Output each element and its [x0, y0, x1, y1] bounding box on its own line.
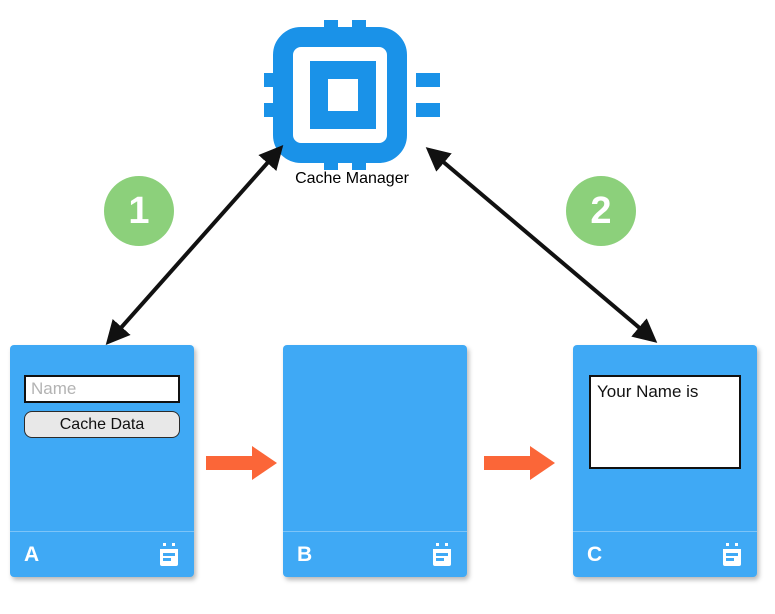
cache-data-button[interactable]: Cache Data	[24, 411, 180, 438]
panel-b-body	[283, 345, 467, 531]
step-badge-1: 1	[104, 176, 174, 246]
panel-c-footer: C	[573, 531, 757, 577]
arrow-cache-manager-to-panel-c	[425, 147, 658, 343]
panel-c-body: Your Name is	[573, 345, 757, 531]
panel-b-footer: B	[283, 531, 467, 577]
note-icon[interactable]	[431, 542, 453, 568]
cache-manager-node: Cache Manager	[247, 20, 457, 235]
step-badge-2: 2	[566, 176, 636, 246]
output-text-box: Your Name is	[589, 375, 741, 469]
panel-c: Your Name is C	[573, 345, 757, 577]
panel-b-letter: B	[297, 543, 313, 566]
panel-a-footer: A	[10, 531, 194, 577]
cpu-chip-icon	[264, 20, 440, 170]
cache-manager-label: Cache Manager	[295, 170, 409, 187]
name-input[interactable]	[24, 375, 180, 403]
flow-arrow-a-to-b	[206, 446, 277, 480]
step-badge-2-number: 2	[590, 190, 612, 232]
panel-c-letter: C	[587, 543, 603, 566]
panel-a-body: Cache Data	[10, 345, 194, 531]
panel-a-letter: A	[24, 543, 40, 566]
step-badge-1-number: 1	[128, 190, 150, 232]
panel-b: B	[283, 345, 467, 577]
panel-a: Cache Data A	[10, 345, 194, 577]
note-icon[interactable]	[158, 542, 180, 568]
note-icon[interactable]	[721, 542, 743, 568]
flow-arrow-b-to-c	[484, 446, 555, 480]
